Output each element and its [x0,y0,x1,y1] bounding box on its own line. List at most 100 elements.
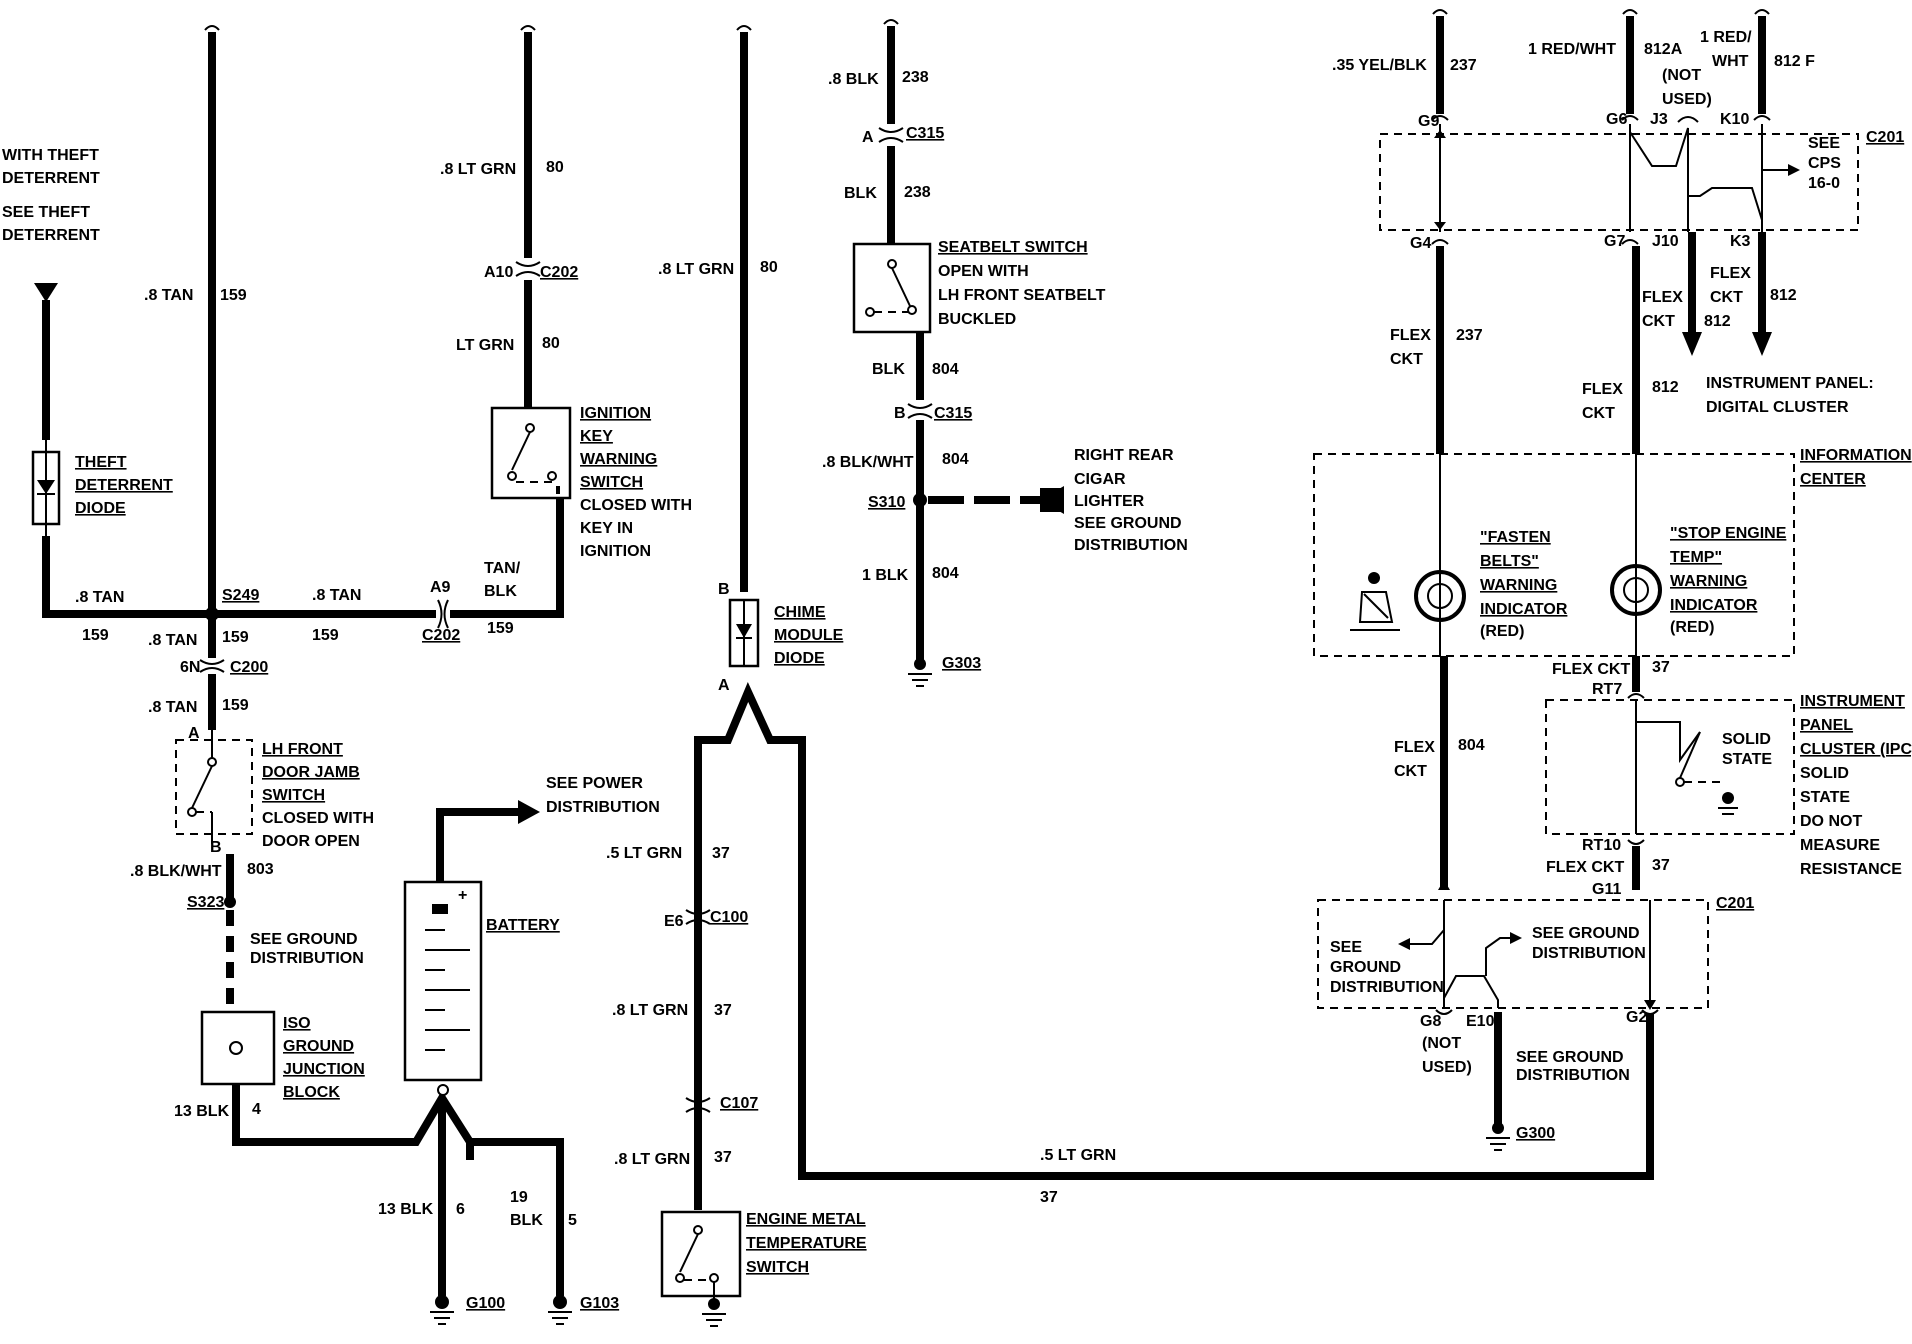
label-c315-2: C315 [934,405,972,422]
label-solid-2: STATE [1722,751,1772,768]
label-jamb-pin-a: A [188,725,200,742]
label-see-power-2: DISTRIBUTION [546,799,660,816]
label-c-159-1: 159 [82,627,109,644]
seatbelt-icon [1350,572,1400,631]
label-seat-1: SEATBELT SWITCH [938,239,1088,256]
label-c-812f: 812 F [1774,53,1815,70]
label-jamb-1: LH FRONT [262,741,343,758]
stop-engine-temp-indicator-icon [1610,564,1662,616]
label-theft-diode-1: THEFT [75,454,127,471]
instrument-panel-section: .35 YEL/BLK 237 G9 1 RED/WHT 812A G6 (NO… [1313,9,1912,1151]
label-see-cps-2: CPS [1808,155,1841,172]
battery [403,880,483,1082]
label-c315-pin-a: A [862,129,874,146]
label-w-tan-1: .8 TAN [75,589,124,606]
label-flex-237-a: FLEX [1390,327,1431,344]
label-flex-804-b: CKT [1394,763,1427,780]
label-w-ltgrn-2: LT GRN [456,337,514,354]
label-ipc-6: DO NOT [1800,813,1862,830]
label-c-812a: 812A [1644,41,1683,58]
label-ipc-4: SOLID [1800,765,1849,782]
label-chime-pin-a: A [718,677,730,694]
label-w-ltgrn-3: .8 LT GRN [658,261,734,278]
label-c200-pin: 6N [180,659,200,676]
label-c-159-5: 159 [222,629,249,646]
chime-module-section: .8 LT GRN 80 B CHIME MODULE DIODE A .5 L… [606,25,1654,1327]
label-emt-2: TEMPERATURE [746,1235,867,1252]
label-ip-dc-1: INSTRUMENT PANEL: [1706,375,1874,392]
label-fasten-4: INDICATOR [1480,601,1568,618]
label-ip-dc-2: DIGITAL CLUSTER [1706,399,1849,416]
label-c-80-3: 80 [760,259,778,276]
label-rr-5: DISTRIBUTION [1074,537,1188,554]
label-j10: J10 [1652,233,1679,250]
label-c202-1: C202 [540,264,578,281]
arrow-right-icon [518,800,540,824]
ground-engine-switch [702,1298,726,1327]
label-g300: G300 [1516,1125,1555,1142]
label-w-tan-3: .8 TAN [312,587,361,604]
label-a10: A10 [484,264,513,281]
label-tanblk-1: TAN/ [484,560,521,577]
label-seat-3: LH FRONT SEATBELT [938,287,1106,304]
label-fasten-5: (RED) [1480,623,1524,640]
label-w-5ltgrn-1: .5 LT GRN [606,845,682,862]
label-w-tan-6: .8 TAN [148,699,197,716]
label-c201-1: C201 [1866,129,1904,146]
label-nu2-2: USED) [1422,1059,1472,1076]
label-c-159-2: 159 [220,287,247,304]
label-seat-4: BUCKLED [938,311,1016,328]
label-c-4: 4 [252,1101,261,1118]
label-chime-pin-b: B [718,581,730,598]
label-jamb-2: DOOR JAMB [262,764,360,781]
label-sg-l1: SEE [1330,939,1362,956]
label-info-1: INFORMATION [1800,447,1912,464]
label-see-gnd-1b: DISTRIBUTION [250,950,364,967]
label-sgd-2: DISTRIBUTION [1516,1067,1630,1084]
label-rr-4: SEE GROUND [1074,515,1182,532]
label-c-5: 5 [568,1212,577,1229]
connector-c201-bottom [1317,899,1709,1009]
splice-s310 [913,493,927,507]
label-flex-812-2a: FLEX [1582,381,1623,398]
label-tanblk-2: BLK [484,583,517,600]
label-c-37-4: 37 [1040,1189,1058,1206]
label-k10: K10 [1720,111,1749,128]
ignition-key-warning-section: .8 LT GRN 80 A10 C202 LT GRN 80 IGNITION… [440,25,692,560]
label-c-37-2: 37 [714,1002,732,1019]
label-c-237-2: 237 [1456,327,1483,344]
arrow-down-icon-2 [1752,332,1772,356]
label-rr-1: RIGHT REAR [1074,447,1174,464]
label-c-803: 803 [247,861,274,878]
label-c-804-2: 804 [942,451,969,468]
label-theft-note-4: DETERRENT [2,227,100,244]
label-flex-812-3b: CKT [1710,289,1743,306]
label-c315-pin-b: B [894,405,906,422]
label-c-812-1: 812 [1704,313,1731,330]
label-rt7: RT7 [1592,681,1622,698]
label-k3: K3 [1730,233,1751,250]
label-e10: E10 [1466,1013,1495,1030]
label-c202-2: C202 [422,627,460,644]
label-w-1red-2b: WHT [1712,53,1749,70]
label-chime-1: CHIME [774,604,826,621]
label-solid-1: SOLID [1722,731,1771,748]
label-g103: G103 [580,1295,619,1312]
ground-g303 [908,658,932,687]
ground-g100 [430,1295,454,1325]
label-w-1redwht-1: 1 RED/WHT [1528,41,1616,58]
label-flex-812-3a: FLEX [1710,265,1751,282]
label-g8: G8 [1420,1013,1441,1030]
label-flex-804-a: FLEX [1394,739,1435,756]
label-stop-4: INDICATOR [1670,597,1758,614]
label-w-13blk-2: 13 BLK [378,1201,434,1218]
label-c-6: 6 [456,1201,465,1218]
label-not-used-2: USED) [1662,91,1712,108]
label-c-238-2: 238 [904,184,931,201]
label-c-37-6: 37 [1652,857,1670,874]
label-ipc-1: INSTRUMENT [1800,693,1905,710]
label-sg-l3: DISTRIBUTION [1330,979,1444,996]
label-w-blk-1: BLK [844,185,877,202]
label-emt-3: SWITCH [746,1259,809,1276]
label-c-804-1: 804 [932,361,959,378]
